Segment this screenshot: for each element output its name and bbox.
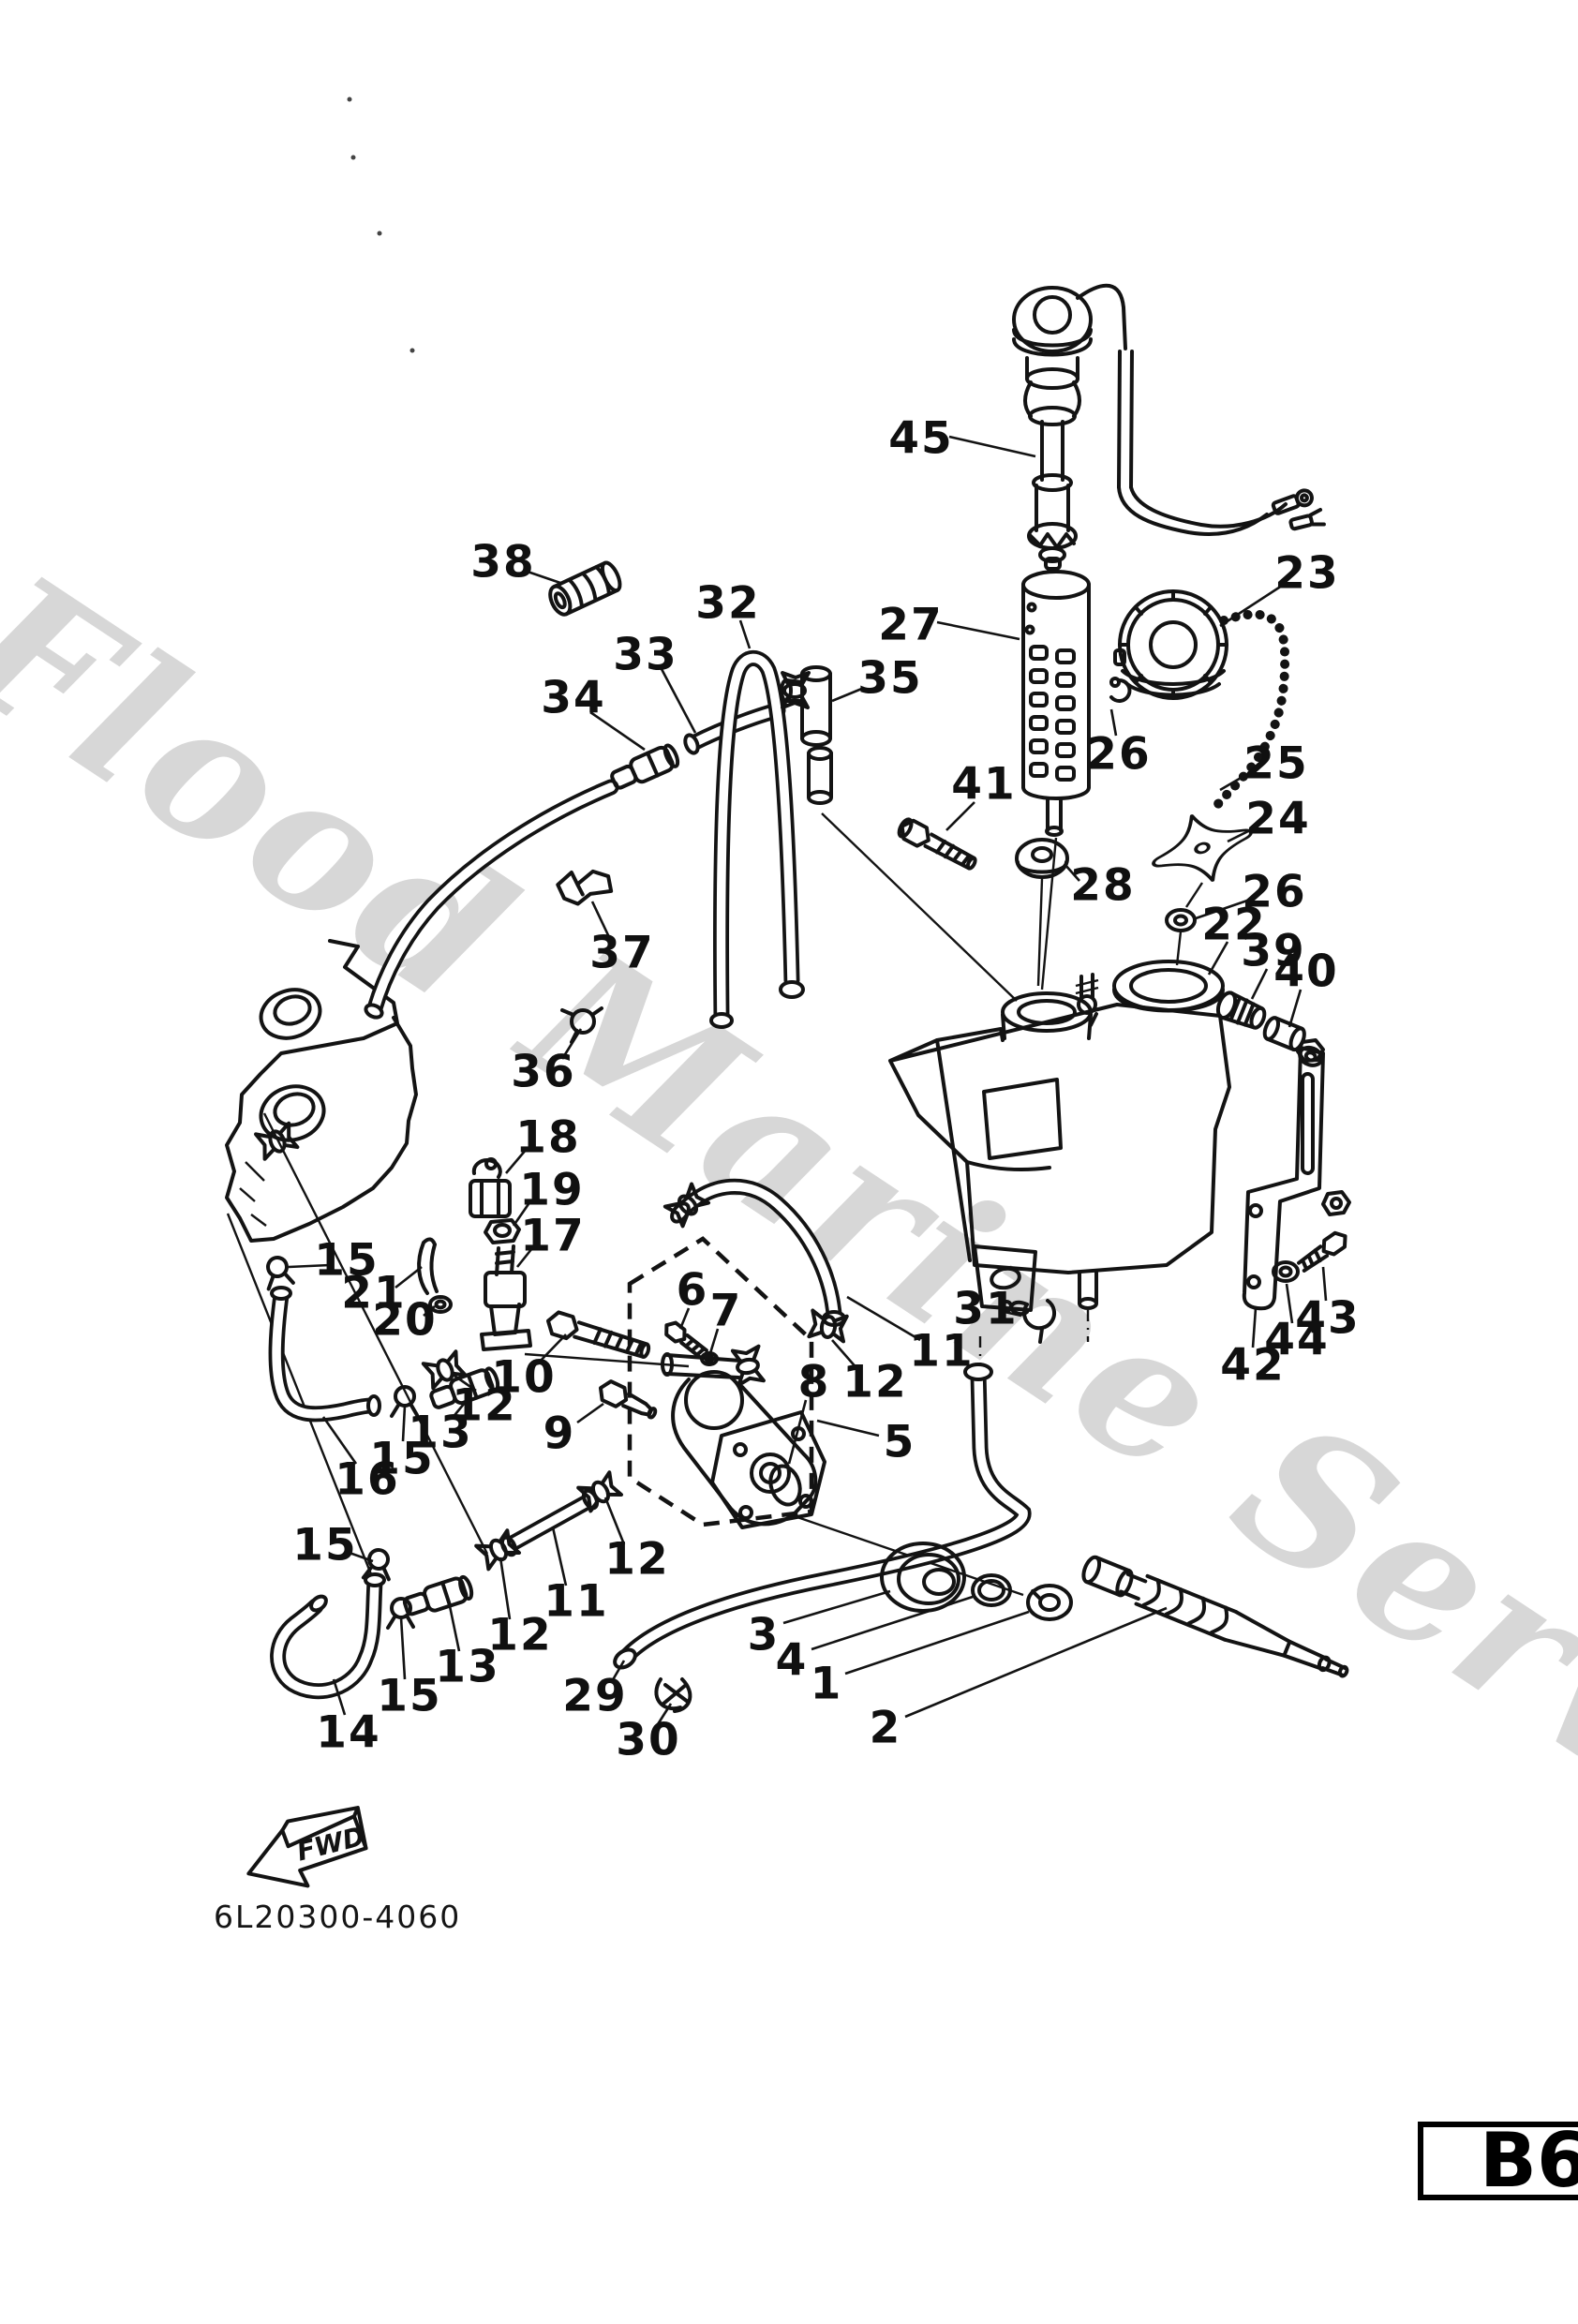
engine-block	[225, 939, 489, 1585]
connector-34	[606, 740, 683, 795]
worm-shaft-2	[1081, 1555, 1349, 1678]
tee-joint-35	[780, 665, 832, 747]
fitting-9	[598, 1379, 658, 1420]
bolt-43	[1297, 1230, 1347, 1273]
fitting-18	[469, 1157, 512, 1218]
bolt-10	[545, 1310, 651, 1359]
valve-17	[480, 1244, 532, 1351]
union-13-lower	[400, 1572, 476, 1621]
scan-dots	[347, 97, 415, 353]
hose-32-left	[364, 779, 619, 1020]
grommet-28	[1015, 838, 1069, 987]
oil-pump	[661, 1344, 1024, 1597]
oil-level-sensor	[1012, 283, 1326, 571]
nut-19	[484, 1218, 521, 1244]
clip-36	[560, 1006, 603, 1044]
bolt-6	[664, 1320, 708, 1360]
oil-tank	[821, 812, 1231, 1366]
oring-4	[971, 1573, 1012, 1607]
tube-33-vertical	[807, 746, 833, 805]
fwd-arrow: FWD	[246, 1806, 368, 1888]
hose-11-upper	[662, 1178, 849, 1344]
star-retainer	[1152, 814, 1253, 882]
oil-strainer	[1021, 570, 1091, 991]
hose-14	[270, 1546, 394, 1700]
hose-32-loop	[709, 649, 805, 1029]
drawing-number: 6L20300-4060	[214, 1899, 462, 1935]
plug-39	[1215, 991, 1267, 1030]
washer-1	[1026, 1584, 1073, 1621]
seal-8	[768, 1464, 802, 1507]
hose-16	[261, 1253, 381, 1423]
cotter-21	[417, 1237, 439, 1295]
filler-cap	[1113, 589, 1228, 700]
bolt-41	[897, 817, 977, 871]
washer-44	[1272, 1260, 1300, 1283]
washer-7	[700, 1351, 719, 1366]
grommet-38	[548, 560, 622, 617]
hose-11-lower	[476, 1471, 621, 1569]
mounting-bracket	[1242, 1038, 1351, 1311]
clip-31	[1000, 1299, 1057, 1344]
leader-lines	[288, 435, 1328, 1725]
washer-20	[428, 1295, 453, 1314]
cap-clip	[1109, 677, 1132, 703]
clip-30	[654, 1677, 692, 1713]
page-code-box: B6	[1418, 2122, 1578, 2200]
clamp-12-upper	[421, 1348, 468, 1391]
hose-clamp-37	[556, 869, 614, 906]
pump-dashed-outline	[627, 1236, 814, 1527]
page-code: B6	[1480, 2117, 1578, 2204]
grommet-3	[880, 1542, 966, 1613]
star-washer-26	[1165, 882, 1204, 966]
